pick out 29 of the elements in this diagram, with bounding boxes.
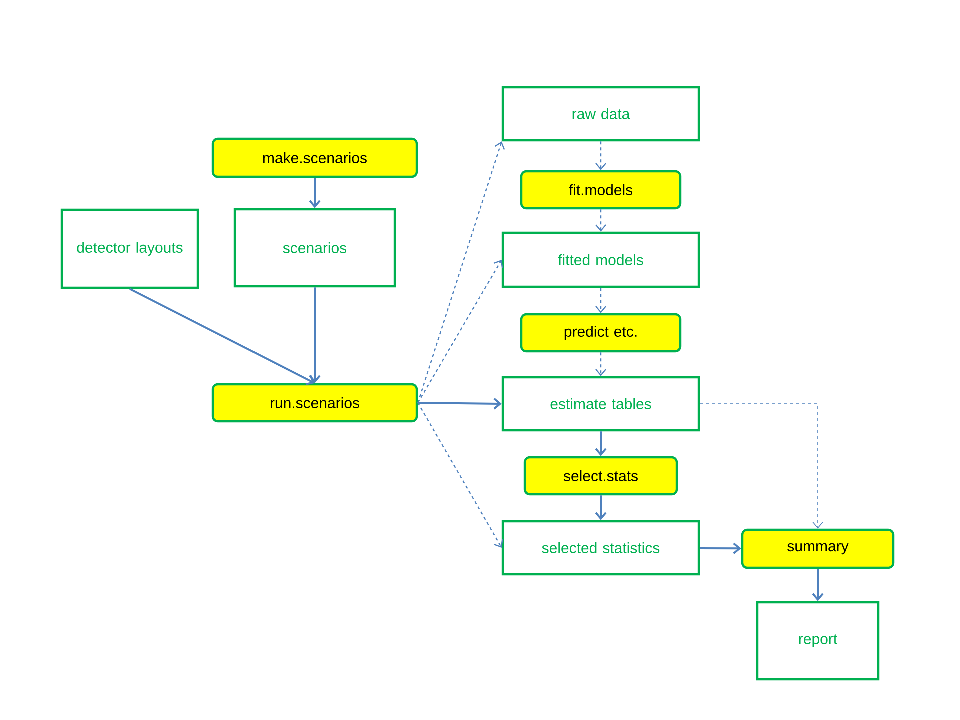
arrow [596, 210, 606, 232]
process-box: make.scenarios [212, 138, 418, 178]
data-box: report [756, 601, 880, 681]
arrow [595, 432, 607, 456]
arrow [418, 402, 504, 548]
data-box: estimate tables [502, 376, 700, 432]
arrow [596, 288, 606, 314]
process-box: summary [741, 528, 895, 570]
arrow [418, 142, 506, 404]
arrow [700, 542, 742, 554]
data-box: scenarios [234, 208, 396, 288]
arrow [309, 178, 321, 208]
process-box: predict etc. [520, 313, 682, 353]
data-box: detector layouts [60, 208, 200, 290]
arrow [595, 496, 607, 520]
arrow [596, 352, 606, 376]
arrow [596, 142, 606, 170]
process-box: fit.models [520, 170, 682, 210]
arrow [418, 260, 504, 404]
process-box: run.scenarios [212, 383, 418, 423]
arrow [309, 288, 321, 384]
process-box: select.stats [524, 456, 678, 496]
arrow [130, 288, 315, 386]
arrow [812, 569, 824, 602]
arrow [700, 404, 824, 529]
data-box: fitted models [502, 232, 700, 288]
arrow [418, 398, 502, 410]
data-box: selected statistics [502, 520, 700, 576]
data-box: raw data [502, 86, 700, 142]
